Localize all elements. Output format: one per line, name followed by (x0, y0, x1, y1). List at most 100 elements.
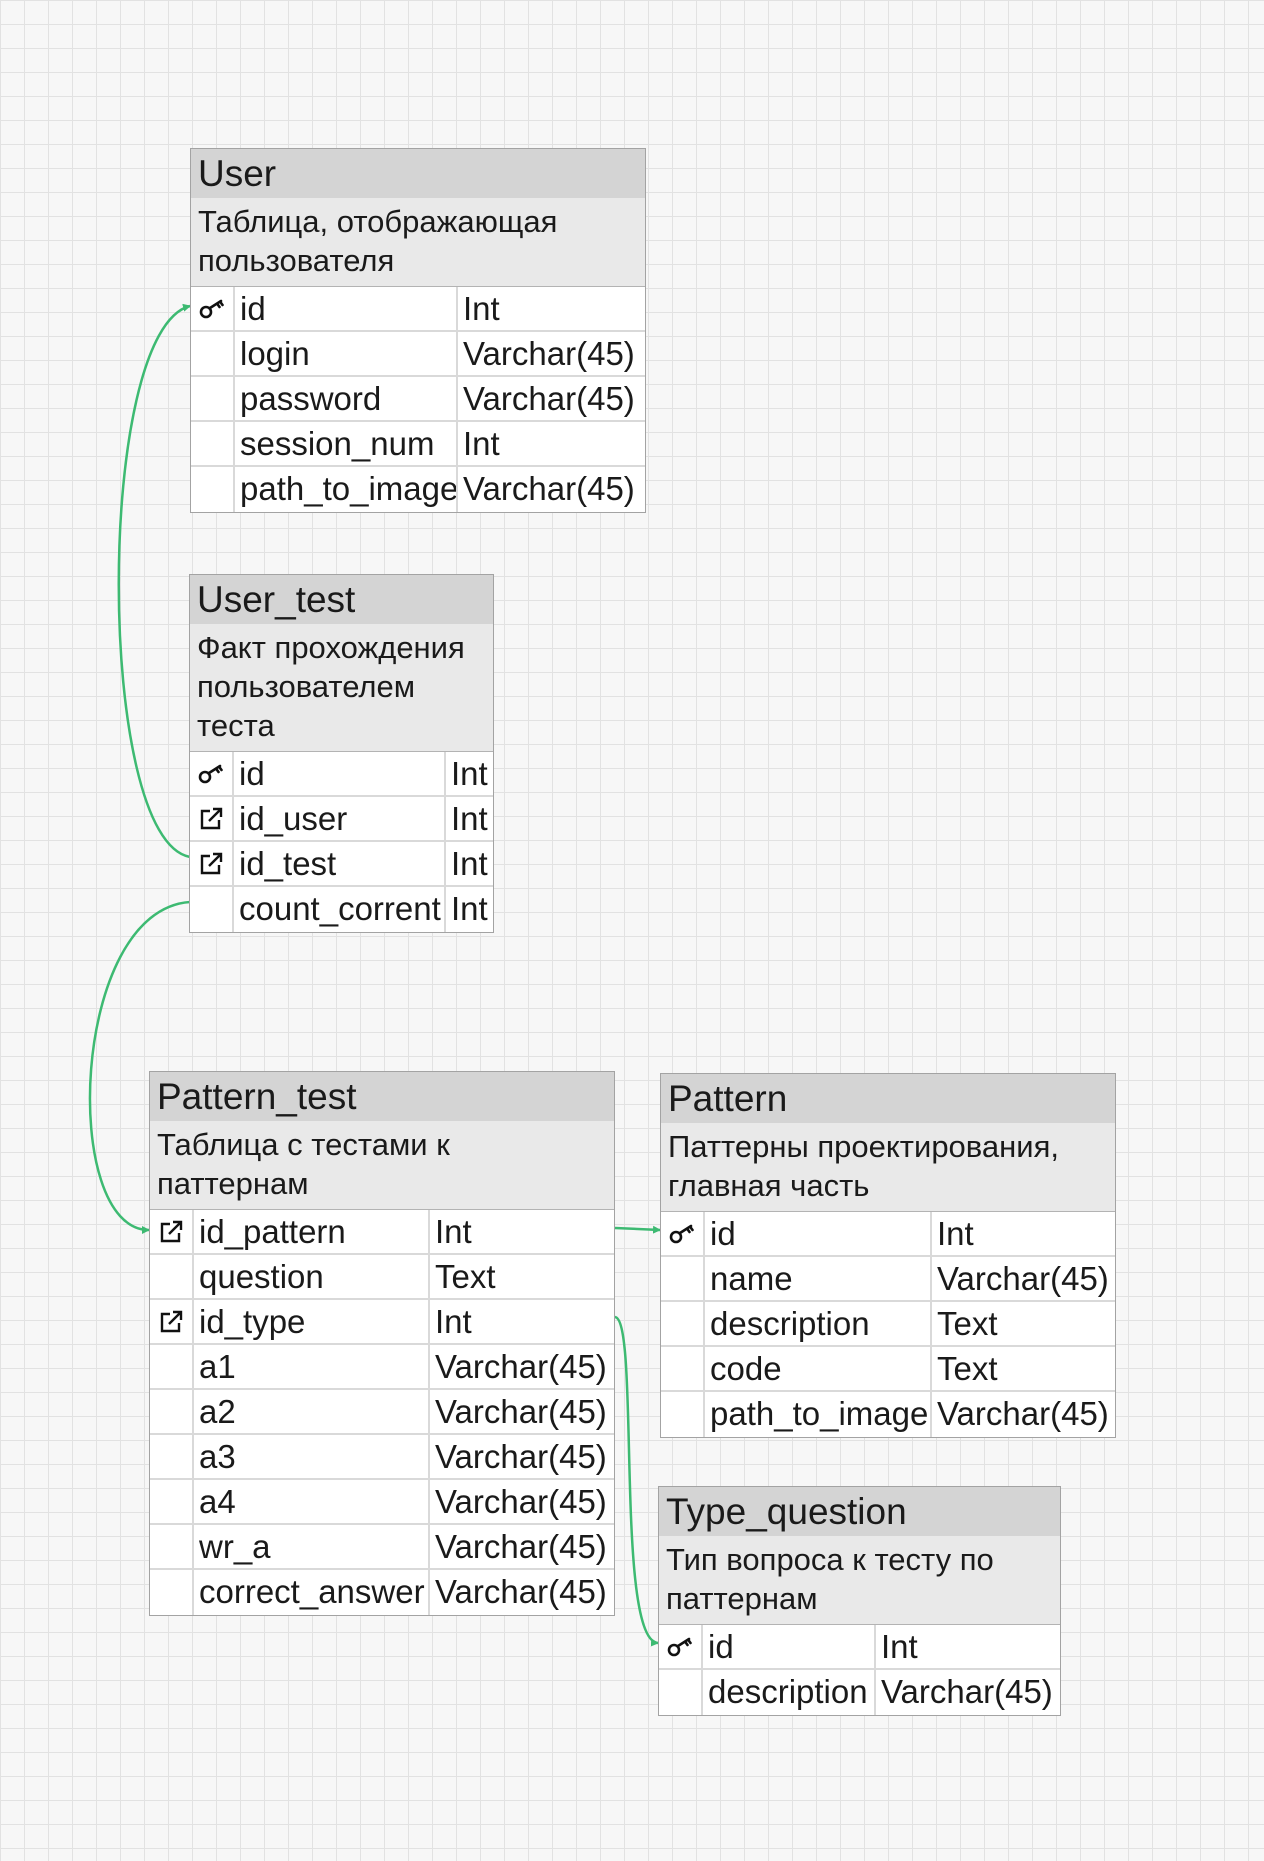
field-name: login (235, 332, 458, 375)
entity-type-question[interactable]: Type_question Тип вопроса к тесту по пат… (658, 1486, 1061, 1716)
field-name: code (705, 1347, 932, 1390)
field-name: id (703, 1625, 876, 1668)
key-icon (661, 1212, 705, 1255)
field-type: Varchar(45) (435, 1483, 607, 1520)
key-icon (190, 752, 234, 795)
field-type: Int (881, 1628, 918, 1665)
field-type: Int (451, 800, 488, 837)
empty-icon-cell (150, 1435, 194, 1478)
field-name: name (705, 1257, 932, 1300)
field-name: id (705, 1212, 932, 1255)
entity-title: Pattern_test (150, 1072, 614, 1121)
field-type: Varchar(45) (463, 470, 635, 507)
link-pattern-test-to-pattern (614, 1225, 661, 1234)
field-name: a3 (194, 1435, 430, 1478)
entity-description: Тип вопроса к тесту по паттернам (659, 1536, 1060, 1625)
empty-icon-cell (661, 1302, 705, 1345)
entity-user-test[interactable]: User_test Факт прохождения пользователем… (189, 574, 494, 933)
field-type: Varchar(45) (435, 1573, 607, 1610)
empty-icon-cell (191, 422, 235, 465)
field-name: description (705, 1302, 932, 1345)
field-name: id_user (234, 797, 446, 840)
foreign-key-icon (150, 1300, 194, 1343)
field-type: Varchar(45) (463, 380, 635, 417)
key-icon (191, 287, 235, 330)
entity-title: Pattern (661, 1074, 1115, 1123)
empty-icon-cell (191, 332, 235, 375)
field-name: count_corrent (234, 887, 446, 932)
entity-description: Таблица, отображающая пользователя (191, 198, 645, 287)
field-type: Varchar(45) (435, 1393, 607, 1430)
field-type: Text (937, 1350, 998, 1387)
field-name: question (194, 1255, 430, 1298)
field-type: Varchar(45) (435, 1438, 607, 1475)
field-name: description (703, 1670, 876, 1715)
empty-icon-cell (191, 467, 235, 512)
key-icon (659, 1625, 703, 1668)
entity-pattern[interactable]: Pattern Паттерны проектирования, главная… (660, 1073, 1116, 1438)
empty-icon-cell (150, 1570, 194, 1615)
entity-title: Type_question (659, 1487, 1060, 1536)
empty-icon-cell (150, 1390, 194, 1433)
field-type: Int (937, 1215, 974, 1252)
entity-user[interactable]: User Таблица, отображающая пользователя … (190, 148, 646, 513)
empty-icon-cell (191, 377, 235, 420)
field-name: id_type (194, 1300, 430, 1343)
field-name: a2 (194, 1390, 430, 1433)
empty-icon-cell (150, 1525, 194, 1568)
field-name: password (235, 377, 458, 420)
field-type: Int (463, 425, 500, 462)
field-type: Int (463, 290, 500, 327)
link-pattern-test-to-type-question (614, 1315, 659, 1647)
field-type: Int (451, 755, 488, 792)
entity-title: User (191, 149, 645, 198)
link-user-test-to-user (117, 303, 191, 859)
field-name: id_test (234, 842, 446, 885)
entity-description: Таблица с тестами к паттернам (150, 1121, 614, 1210)
field-name: a4 (194, 1480, 430, 1523)
field-type: Varchar(45) (937, 1395, 1109, 1432)
empty-icon-cell (150, 1480, 194, 1523)
field-type: Varchar(45) (435, 1528, 607, 1565)
field-type: Int (451, 890, 488, 927)
foreign-key-icon (150, 1210, 194, 1253)
entity-pattern-test[interactable]: Pattern_test Таблица с тестами к паттерн… (149, 1071, 615, 1616)
field-name: correct_answer (194, 1570, 430, 1615)
empty-icon-cell (661, 1392, 705, 1437)
empty-icon-cell (661, 1257, 705, 1300)
field-type: Text (435, 1258, 496, 1295)
field-type: Int (435, 1303, 472, 1340)
field-type: Varchar(45) (937, 1260, 1109, 1297)
field-type: Varchar(45) (463, 335, 635, 372)
field-type: Int (451, 845, 488, 882)
field-name: session_num (235, 422, 458, 465)
